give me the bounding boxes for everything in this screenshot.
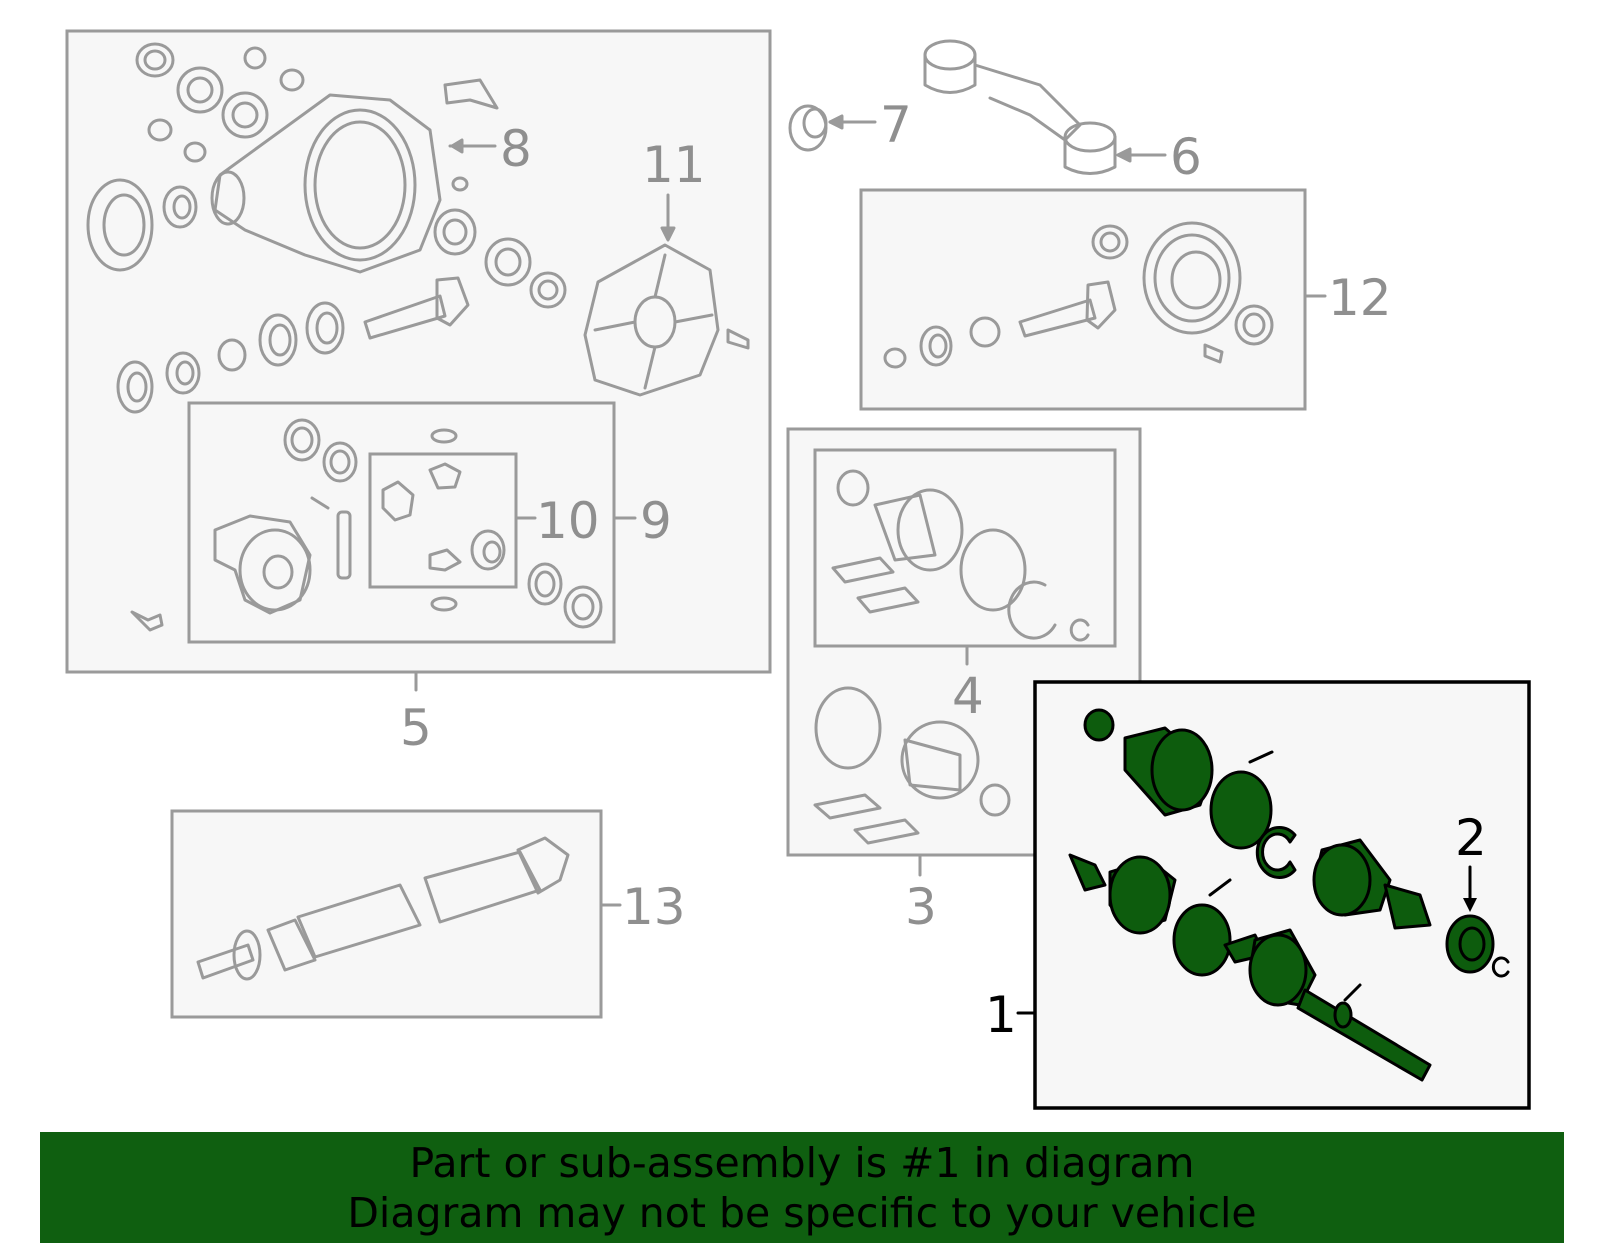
callout-9: 9	[640, 492, 672, 550]
callout-6: 6	[1170, 128, 1202, 186]
callout-2: 2	[1455, 809, 1487, 867]
notice-banner: Part or sub-assembly is #1 in diagram Di…	[40, 1132, 1564, 1243]
callout-12: 12	[1328, 269, 1392, 327]
leader-lines	[414, 114, 1477, 1015]
callout-1: 1	[985, 986, 1017, 1044]
group-1-axle-shaft-assembly[interactable]	[1033, 680, 1531, 1110]
group-12-ring-pinion-set[interactable]	[859, 188, 1307, 411]
callout-8: 8	[500, 120, 532, 178]
callout-11: 11	[642, 136, 706, 194]
banner-line-1: Part or sub-assembly is #1 in diagram	[409, 1138, 1195, 1187]
group-10-pinion-gears[interactable]	[368, 428, 518, 612]
group-4-outboard-boot-kit[interactable]	[813, 448, 1117, 648]
callout-7: 7	[880, 96, 912, 154]
callout-13: 13	[622, 878, 686, 936]
callout-5: 5	[400, 699, 432, 757]
part-7-bushing[interactable]	[788, 104, 828, 152]
group-9-differential-case[interactable]	[187, 401, 616, 644]
group-13-propeller-shaft[interactable]	[170, 809, 603, 1019]
callout-10: 10	[536, 492, 600, 550]
banner-line-2: Diagram may not be specific to your vehi…	[347, 1188, 1257, 1237]
callout-4: 4	[952, 667, 984, 725]
part-6-bracket[interactable]	[923, 39, 1117, 175]
callout-3: 3	[905, 878, 937, 936]
